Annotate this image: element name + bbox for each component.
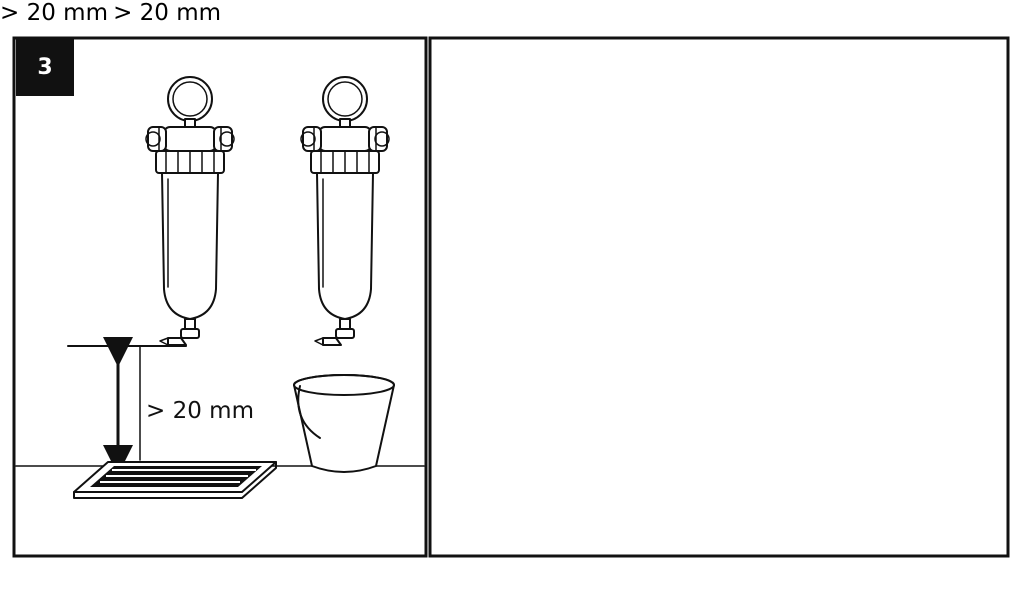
left-panel-frame	[12, 36, 428, 558]
right-panel-frame	[428, 36, 1010, 558]
drain-hose-line: > 20 mm > 20 mm 3 const data = JSON.pars…	[0, 0, 221, 96]
drain-hose-line: > 20 mm 3 const data = JSON.parse(docume…	[16, 0, 221, 96]
drain-hose-line: > 20 mm 3 const data = JSON.parse(docume…	[16, 0, 221, 96]
clearance-arrow-down: > 20 mm > 20 mm 3 const data = JSON.pars…	[0, 0, 221, 96]
water-filter-icon	[145, 76, 235, 346]
bucket-icon	[293, 374, 395, 473]
drain-hose-line: > 20 mm > 20 mm 3 const data = JSON.pars…	[0, 0, 221, 96]
clearance-arrow-down: > 20 mm 3 const data = JSON.parse(docume…	[16, 0, 221, 96]
clearance-label: > 20 mm	[146, 398, 254, 424]
clearance-label: > 20 mm	[113, 0, 222, 26]
clearance-label: > 20 mm	[0, 0, 108, 26]
clearance-arrow-up: > 20 mm 3 const data = JSON.parse(docume…	[16, 0, 221, 96]
floor-drain-grate-icon	[73, 461, 277, 499]
step-number-badge: 3	[16, 38, 74, 96]
measure-leader-line: > 20 mm > 20 mm 3 const data = JSON.pars…	[0, 0, 221, 96]
measure-leader-line: > 20 mm 3 const data = JSON.parse(docume…	[16, 0, 221, 96]
clearance-arrow-up: > 20 mm > 20 mm 3 const data = JSON.pars…	[0, 0, 221, 96]
water-filter-icon	[300, 76, 390, 346]
